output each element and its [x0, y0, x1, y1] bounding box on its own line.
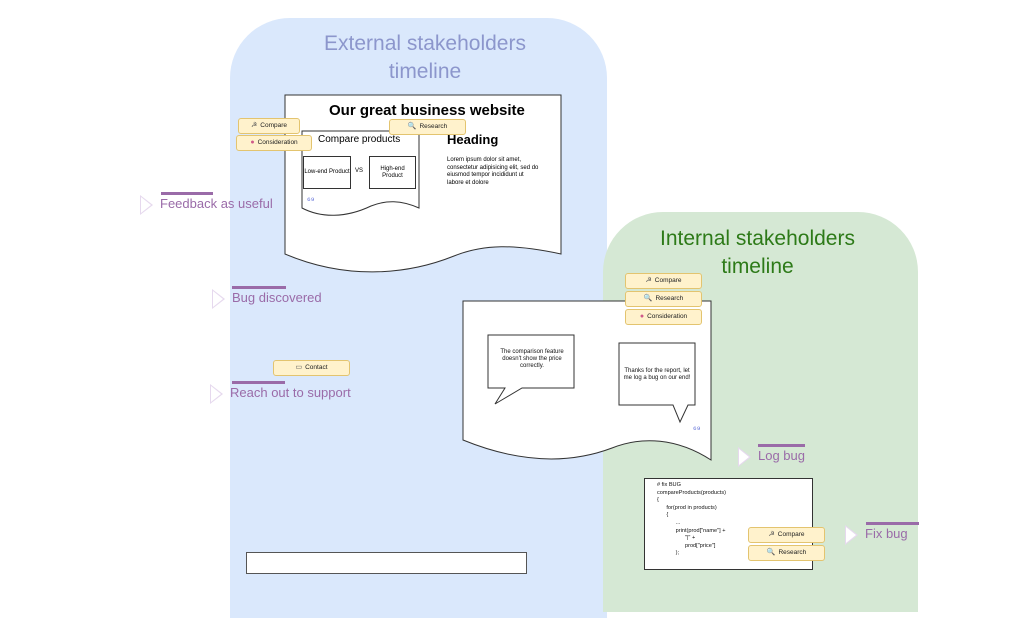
support-message: Thanks for the report, let me log a bug …: [623, 368, 691, 381]
code-snippet: # fix BUG compareProducts(products) { fo…: [657, 482, 727, 557]
tag-contact: ▭Contact: [273, 360, 350, 376]
tag-label: Consideration: [257, 139, 298, 146]
tag-label: Research: [419, 123, 448, 130]
stage-label: Bug discovered: [232, 290, 322, 305]
brain-icon: ●: [250, 139, 255, 146]
low-end-product-label: Low-end Product: [304, 169, 350, 175]
tag-label: Research: [655, 295, 684, 302]
compare-panel: [301, 130, 420, 216]
stage-bar: [232, 286, 286, 289]
high-end-product-box: High-end Product: [369, 156, 416, 189]
stage-label: Log bug: [758, 448, 805, 463]
low-end-product-box: Low-end Product: [303, 156, 351, 189]
support-speech-bubble: [618, 342, 696, 424]
stage-fix: Fix bug: [845, 522, 919, 545]
tag-label: Compare: [260, 122, 287, 129]
tag-compare: ☭Compare: [625, 273, 702, 289]
stage-arrow-icon: [212, 289, 225, 309]
high-end-product-label: High-end Product: [380, 165, 405, 179]
lorem-text: Lorem ipsum dolor sit amet, consectetur …: [447, 157, 539, 186]
binoculars-icon: ☭: [250, 122, 258, 129]
stage-arrow-icon: [738, 447, 751, 467]
stage-bar: [161, 192, 213, 195]
customer-message: The comparison feature doesn't show the …: [500, 349, 564, 369]
stage-bar: [232, 381, 285, 384]
tag-label: Consideration: [647, 313, 688, 320]
stage-label: Fix bug: [865, 526, 908, 541]
footprints-icon: ⁶⁹: [693, 424, 701, 434]
tag-research: 🔍Research: [389, 119, 466, 135]
tag-research: 🔍Research: [748, 545, 825, 561]
bottom-document: [246, 552, 527, 574]
stage-label: Feedback as useful: [160, 196, 273, 211]
binoculars-icon: ☭: [768, 531, 775, 538]
tag-label: Compare: [654, 277, 682, 284]
magnifier-icon: 🔍: [643, 295, 653, 302]
stage-bug: Bug discovered: [212, 286, 322, 309]
stage-label: Reach out to support: [230, 385, 351, 400]
customer-speech-bubble: [487, 334, 575, 405]
stage-feedback: Feedback as useful: [140, 192, 273, 215]
tag-compare: ☭Compare: [748, 527, 825, 543]
compare-products-heading: Compare products: [318, 134, 401, 145]
tag-consideration: ●Consideration: [625, 309, 702, 325]
tag-research: 🔍Research: [625, 291, 702, 307]
website-title: Our great business website: [329, 102, 525, 119]
magnifier-icon: 🔍: [407, 123, 417, 130]
tag-label: Compare: [777, 531, 805, 538]
stage-arrow-icon: [210, 384, 223, 404]
content-heading: Heading: [447, 132, 499, 147]
vs-label: VS: [355, 168, 364, 174]
magnifier-icon: 🔍: [766, 549, 776, 556]
internal-lane-title: Internal stakeholders timeline: [660, 227, 855, 278]
binoculars-icon: ☭: [645, 277, 652, 284]
stage-log: Log bug: [738, 444, 805, 467]
tag-label: Contact: [305, 364, 328, 371]
tag-label: Research: [778, 549, 807, 556]
external-lane-title: External stakeholders timeline: [324, 32, 526, 83]
brain-icon: ●: [639, 313, 645, 320]
stage-arrow-icon: [140, 195, 153, 215]
stage-reach: Reach out to support: [210, 381, 351, 404]
stage-arrow-icon: [845, 525, 858, 545]
stage-bar: [866, 522, 919, 525]
chat-icon: ▭: [295, 364, 303, 371]
tag-compare: ☭Compare: [238, 118, 300, 134]
tag-consideration: ●Consideration: [236, 135, 312, 151]
stage-bar: [758, 444, 805, 447]
footprints-icon: ⁶⁹: [307, 195, 315, 205]
